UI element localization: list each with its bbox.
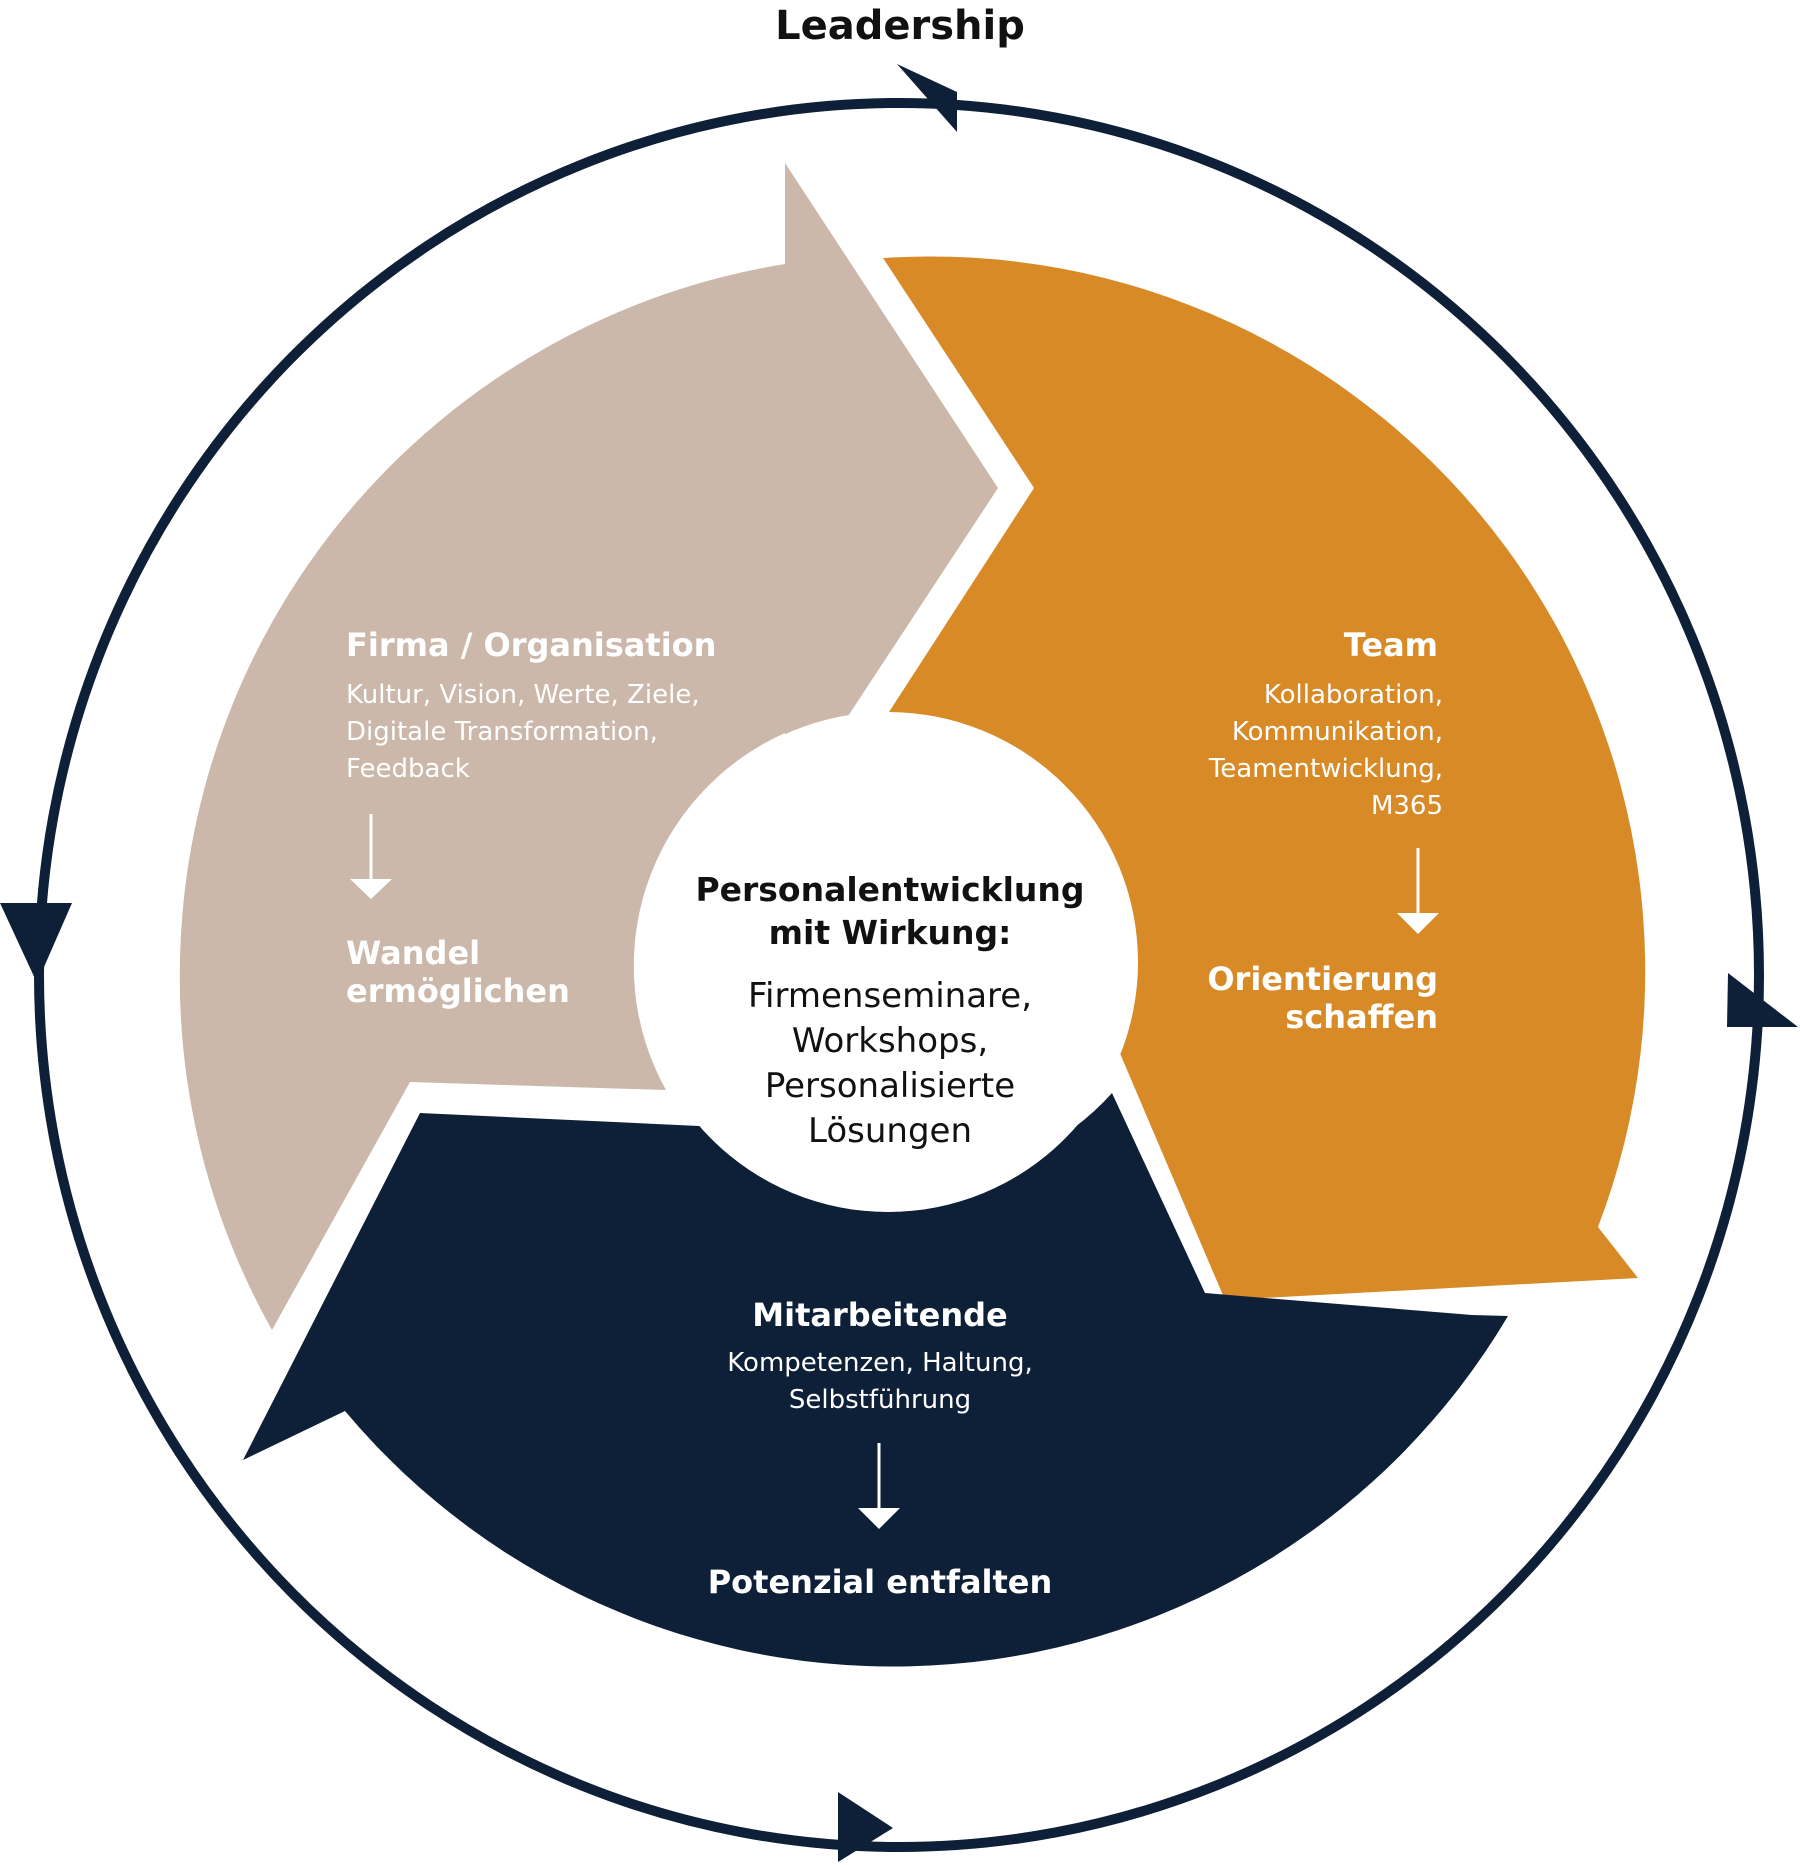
ring-arrow-top-icon: [897, 64, 957, 132]
firma-description: Kultur, Vision, Werte, Ziele, Digitale T…: [346, 680, 700, 784]
team-down-arrow-icon: [1397, 848, 1439, 934]
ring-arrow-bottom-icon: [838, 1792, 893, 1862]
hub-text: Personalentwicklung mit Wirkung: Firmens…: [640, 850, 1140, 1173]
segment-team-arrow: [883, 256, 1646, 1300]
team-title: Team: [1343, 626, 1438, 664]
hub-items: Firmenseminare, Workshops, Personalisier…: [747, 976, 1033, 1151]
hub-circle: [638, 712, 1138, 1212]
segment-firma-arrow: [179, 163, 998, 1330]
ring-arrow-right-icon: [1727, 973, 1798, 1027]
mitarbeitende-title: Mitarbeitende: [752, 1296, 1008, 1334]
diagram-title: Leadership: [775, 3, 1025, 49]
firma-down-arrow-icon: [350, 814, 392, 899]
hub-title: Personalentwicklung mit Wirkung:: [695, 870, 1085, 953]
mitarbeitende-result: Potenzial entfalten: [707, 1563, 1053, 1601]
firma-title: Firma / Organisation: [346, 626, 717, 664]
mitarbeitende-down-arrow-icon: [858, 1443, 900, 1529]
segment-mitarbeitende-arrow: [243, 1093, 1508, 1667]
team-description: Kollaboration, Kommunikation, Teamentwic…: [1208, 680, 1443, 821]
team-result: Orientierung schaffen: [1207, 960, 1438, 1037]
ring-arrow-left-icon: [0, 903, 72, 983]
firma-result: Wandel ermöglichen: [346, 934, 570, 1011]
mitarbeitende-description: Kompetenzen, Haltung, Selbstführung: [727, 1348, 1033, 1415]
